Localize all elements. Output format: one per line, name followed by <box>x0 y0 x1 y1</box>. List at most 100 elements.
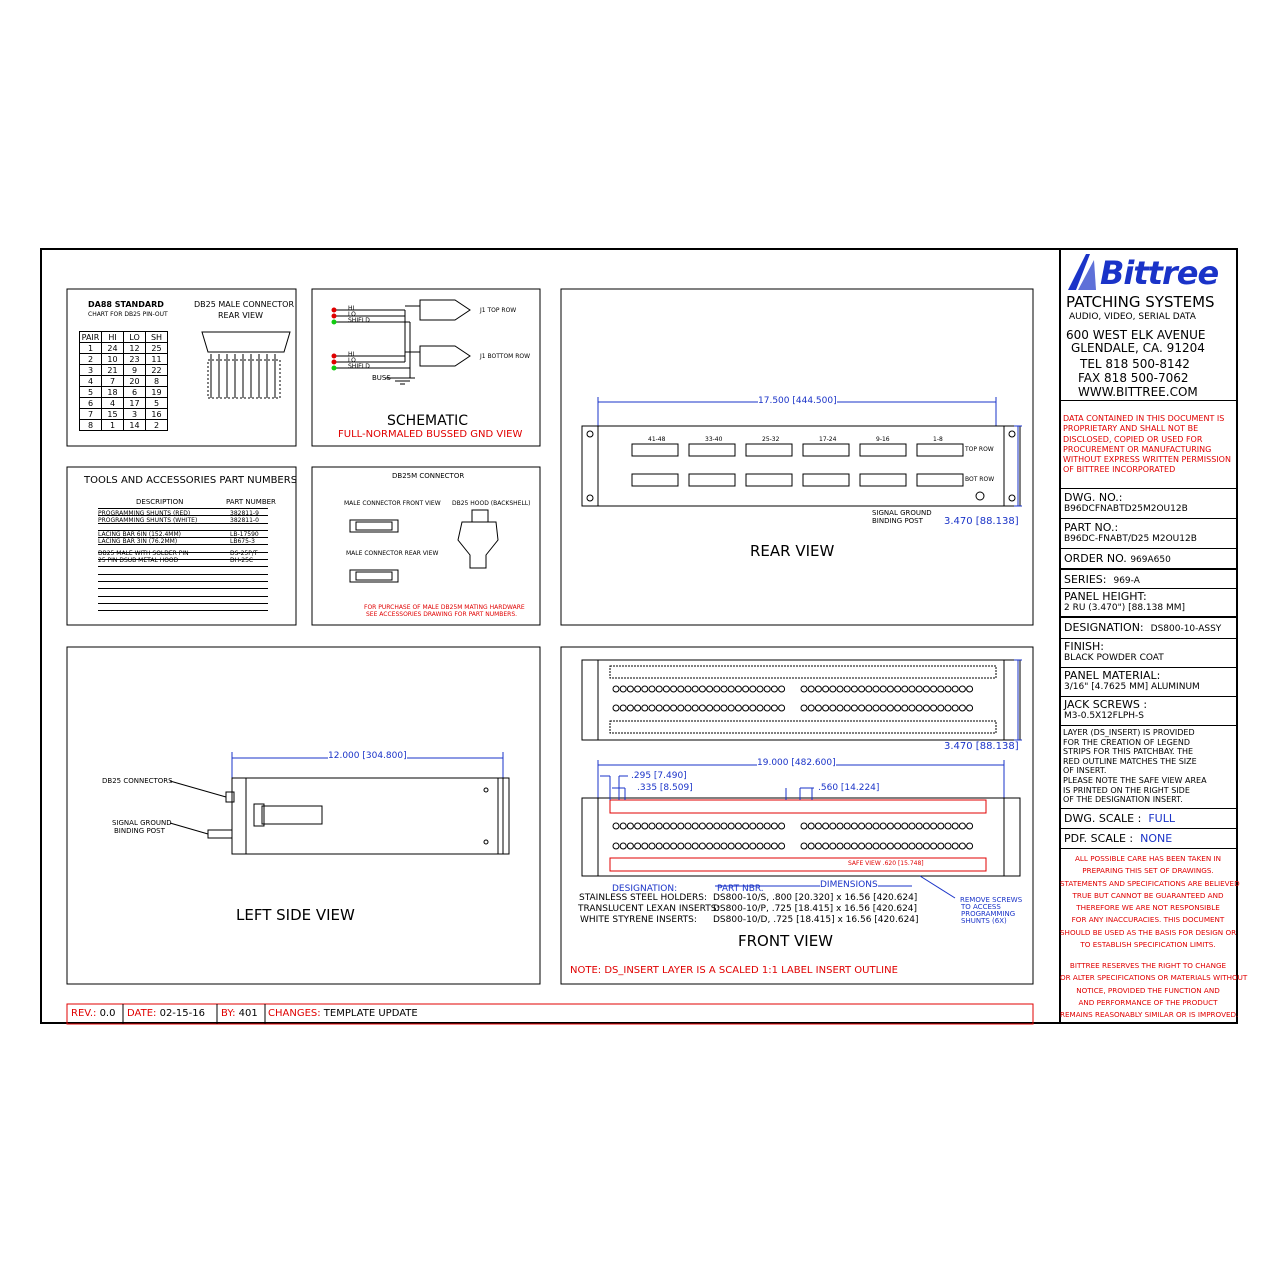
jack <box>778 685 786 693</box>
screws-value: M3-0.5X12FLPH-S <box>1064 711 1145 721</box>
jack <box>634 842 642 850</box>
jack <box>670 704 678 712</box>
rear-top-row: TOP ROW <box>965 446 994 453</box>
jack <box>865 704 873 712</box>
jack <box>720 704 728 712</box>
designation-label: DESIGNATION: <box>1064 621 1144 634</box>
da88-cell: 14 <box>123 419 146 431</box>
jack <box>829 685 837 693</box>
da88-cell: 5 <box>145 397 168 409</box>
rear-width-dim: 17.500 [444.500] <box>758 396 837 406</box>
jack <box>886 822 894 830</box>
jack <box>713 685 721 693</box>
da88-cell: 6 <box>79 397 102 409</box>
address-web: WWW.BITTREE.COM <box>1078 385 1198 399</box>
jack <box>829 822 837 830</box>
notice-text: DATA CONTAINED IN THIS DOCUMENT IS PROPR… <box>1063 414 1231 475</box>
jack <box>626 704 634 712</box>
tools-item-description: 25 PIN DSUB METAL HOOD <box>98 557 179 564</box>
series-cell: SERIES: 969-A <box>1060 568 1238 588</box>
jack <box>865 685 873 693</box>
jack <box>626 842 634 850</box>
jack <box>713 842 721 850</box>
dwg-scale-value: FULL <box>1148 812 1175 825</box>
finish-label: FINISH: <box>1064 640 1105 653</box>
da88-header-cell: SH <box>145 331 168 343</box>
da88-cell: 11 <box>145 353 168 365</box>
jack <box>770 822 778 830</box>
tools-item-description: LACING BAR 6IN (152.4MM) <box>98 531 181 538</box>
jack <box>698 704 706 712</box>
jack <box>872 822 880 830</box>
jack <box>894 704 902 712</box>
jack <box>865 842 873 850</box>
order-value: 969A650 <box>1130 555 1171 565</box>
insert-part-dims: DS800-10/S, .800 [20.320] x 16.56 [420.6… <box>713 893 918 903</box>
jack <box>641 822 649 830</box>
jack <box>706 842 714 850</box>
jack <box>822 822 830 830</box>
jack <box>706 704 714 712</box>
jack <box>901 704 909 712</box>
jack <box>677 685 685 693</box>
schematic-title: SCHEMATIC <box>387 413 469 429</box>
jack <box>850 822 858 830</box>
jack <box>634 685 642 693</box>
jack <box>879 842 887 850</box>
disclaimer-line: TRUE BUT CANNOT BE GUARANTEED AND <box>1072 890 1224 900</box>
jack <box>734 685 742 693</box>
disclaimer-line: BITTREE RESERVES THE RIGHT TO CHANGE <box>1069 961 1227 970</box>
jack <box>698 822 706 830</box>
jack <box>677 842 685 850</box>
da88-cell: 1 <box>79 342 102 354</box>
layer-note-line: STRIPS FOR THIS PATCHBAY. THE <box>1063 747 1194 757</box>
jack <box>894 685 902 693</box>
tools-ruled-line <box>98 552 268 553</box>
jack <box>966 842 974 850</box>
da88-cell: 9 <box>123 364 146 376</box>
jack <box>836 704 844 712</box>
jack <box>727 842 735 850</box>
designation-value: DS800-10-ASSY <box>1150 624 1222 634</box>
jack <box>641 704 649 712</box>
tools-item-part: LB675-3 <box>230 538 255 545</box>
da88-cell: 3 <box>123 408 146 420</box>
disclaimer-line: REMAINS REASONABLY SIMILAR OR IS IMPROVE… <box>1060 1010 1239 1020</box>
layer-note-line: LAYER (DS_INSERT) IS PROVIDED <box>1063 728 1195 737</box>
layer-note-line: FOR THE CREATION OF LEGEND <box>1063 737 1190 747</box>
da88-cell: 4 <box>79 375 102 387</box>
jack <box>944 842 952 850</box>
disclaimer-line: PREPARING THIS SET OF DRAWINGS. <box>1082 866 1214 876</box>
jack <box>612 842 620 850</box>
jack <box>879 704 887 712</box>
front-dim-560: .560 [14.224] <box>818 783 880 793</box>
rear-ground-label-2: BINDING POST <box>872 517 923 525</box>
jack <box>670 685 678 693</box>
jack <box>641 842 649 850</box>
front-designation-header: DESIGNATION: <box>612 884 678 894</box>
left-ground-label-1: SIGNAL GROUND <box>112 819 172 827</box>
jack <box>662 822 670 830</box>
jack <box>901 685 909 693</box>
jack <box>850 685 858 693</box>
jack <box>850 704 858 712</box>
jack <box>619 822 627 830</box>
jack <box>922 842 930 850</box>
jack <box>843 842 851 850</box>
jack <box>662 842 670 850</box>
tools-item-description: PROGRAMMING SHUNTS (RED) <box>98 510 191 517</box>
jack <box>698 842 706 850</box>
jack <box>677 822 685 830</box>
jack <box>966 822 974 830</box>
jack <box>706 822 714 830</box>
jack <box>749 685 757 693</box>
layer-note-line: OF THE DESIGNATION INSERT. <box>1063 795 1183 805</box>
da88-cell: 12 <box>123 342 146 354</box>
schematic-wiring <box>335 299 471 385</box>
tools-ruled-line <box>98 544 268 545</box>
jack <box>850 842 858 850</box>
jack <box>966 685 974 693</box>
